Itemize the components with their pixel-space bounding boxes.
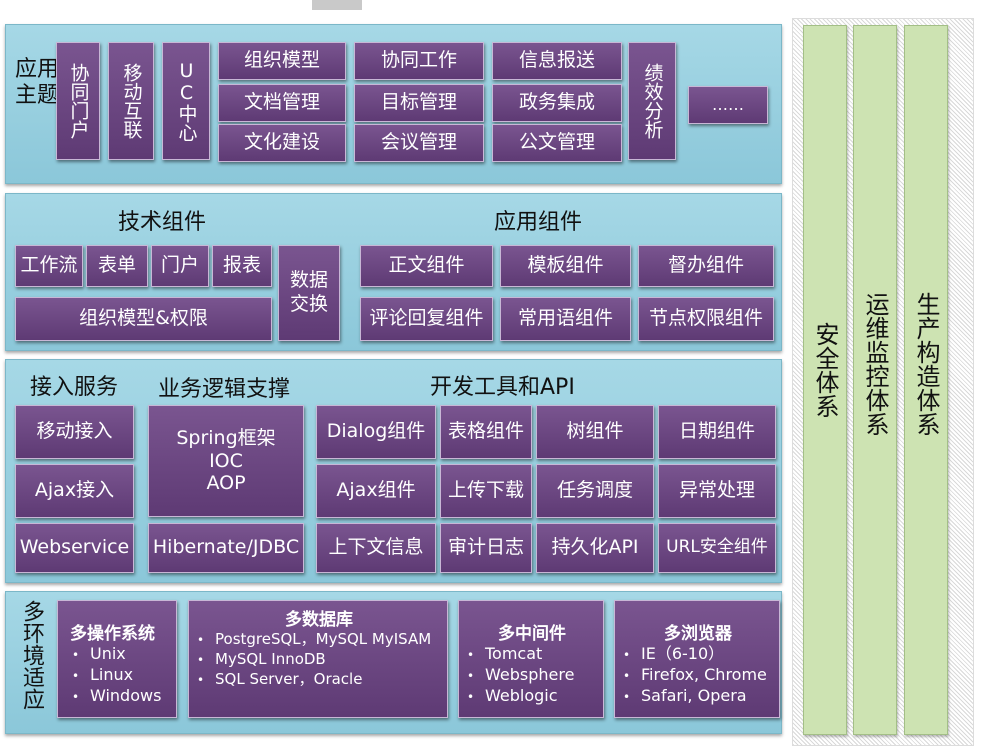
tile-portal-component: 门户	[151, 245, 209, 287]
env-title: 多环境适应	[19, 600, 44, 710]
tile-performance: 绩效分析	[628, 42, 676, 160]
tile-collab-work: 协同工作	[354, 42, 484, 80]
spring-label: Spring框架	[176, 426, 276, 449]
tile-spring: Spring框架 IOC AOP	[148, 405, 304, 517]
mw-item: Weblogic	[467, 686, 597, 707]
tile-culture: 文化建设	[218, 124, 346, 162]
box-os: 多操作系统 Unix Linux Windows	[57, 600, 177, 718]
production-label: 生产构造体系	[912, 292, 940, 436]
side-ops-monitoring: 运维监控体系	[853, 25, 897, 735]
tech-components-heading: 技术组件	[118, 210, 207, 235]
mw-item: Websphere	[467, 665, 597, 686]
tile-hibernate: Hibernate/JDBC	[148, 523, 304, 573]
tile-goal-mgmt: 目标管理	[354, 84, 484, 122]
tile-persistence-api: 持久化API	[536, 523, 654, 573]
tile-form: 表单	[86, 245, 148, 287]
ops-monitoring-label: 运维监控体系	[861, 292, 889, 436]
data-exchange-label: 数据交换	[289, 269, 328, 315]
dev-tools-heading: 开发工具和API	[430, 375, 575, 400]
tile-body-component: 正文组件	[360, 245, 493, 287]
tile-meeting-mgmt: 会议管理	[354, 124, 484, 162]
tile-mobile-access: 移动接入	[15, 405, 134, 459]
browser-list: IE（6-10） Firefox, Chrome Safari, Opera	[623, 644, 773, 707]
browser-item: Firefox, Chrome	[623, 665, 773, 686]
tile-date-component: 日期组件	[658, 405, 776, 459]
mw-list: Tomcat Websphere Weblogic	[467, 644, 597, 707]
box-browser: 多浏览器 IE（6-10） Firefox, Chrome Safari, Op…	[614, 600, 780, 718]
db-item: PostgreSQL，MySQL MyISAM	[197, 630, 441, 650]
mw-item: Tomcat	[467, 644, 597, 665]
os-title: 多操作系统	[70, 624, 155, 644]
aop-label: AOP	[206, 472, 246, 495]
os-list: Unix Linux Windows	[66, 644, 170, 707]
mw-title: 多中间件	[498, 624, 566, 644]
tile-org-model: 组织模型	[218, 42, 346, 80]
tile-phrase-component: 常用语组件	[500, 297, 631, 341]
db-title: 多数据库	[285, 610, 353, 630]
tile-ajax-component: Ajax组件	[316, 464, 436, 518]
tile-report: 报表	[212, 245, 272, 287]
business-logic-heading: 业务逻辑支撑	[158, 377, 291, 402]
os-item: Linux	[72, 665, 170, 686]
tile-upload-download: 上传下载	[440, 464, 532, 518]
browser-item: IE（6-10）	[623, 644, 773, 665]
tile-mobile: 移动互联	[108, 42, 154, 160]
tile-ajax-access: Ajax接入	[15, 464, 134, 518]
ioc-label: IOC	[209, 449, 243, 472]
side-security: 安全体系	[803, 25, 847, 735]
box-database: 多数据库 PostgreSQL，MySQL MyISAM MySQL InnoD…	[188, 600, 448, 718]
tile-url-security: URL安全组件	[658, 523, 776, 573]
app-themes-title: 应用主题	[15, 57, 60, 108]
browser-title: 多浏览器	[664, 624, 732, 644]
os-item: Windows	[72, 686, 170, 707]
tile-portal: 协同门户	[56, 42, 100, 160]
tile-task-scheduling: 任务调度	[536, 464, 654, 518]
tile-comment-component: 评论回复组件	[360, 297, 493, 341]
tile-info-report: 信息报送	[492, 42, 622, 80]
tile-exception-handling: 异常处理	[658, 464, 776, 518]
security-label: 安全体系	[811, 322, 839, 418]
tile-uc-center: UC中心	[162, 42, 210, 160]
db-list: PostgreSQL，MySQL MyISAM MySQL InnoDB SQL…	[197, 630, 441, 690]
access-services-heading: 接入服务	[30, 375, 119, 400]
tile-doc-official: 公文管理	[492, 124, 622, 162]
tile-context-info: 上下文信息	[316, 523, 436, 573]
tile-more: ……	[688, 86, 768, 124]
db-item: SQL Server，Oracle	[197, 670, 441, 690]
db-item: MySQL InnoDB	[197, 650, 441, 670]
tile-table-component: 表格组件	[440, 405, 532, 459]
tile-workflow: 工作流	[15, 245, 83, 287]
box-middleware: 多中间件 Tomcat Websphere Weblogic	[458, 600, 604, 718]
tile-dialog: Dialog组件	[316, 405, 436, 459]
browser-item: Safari, Opera	[623, 686, 773, 707]
top-tab	[312, 0, 362, 10]
tile-template-component: 模板组件	[500, 245, 631, 287]
tile-supervise-component: 督办组件	[638, 245, 774, 287]
side-production: 生产构造体系	[904, 25, 948, 735]
tile-gov-integration: 政务集成	[492, 84, 622, 122]
tile-org-permission: 组织模型&权限	[15, 297, 272, 341]
tile-data-exchange: 数据交换	[278, 245, 340, 341]
os-item: Unix	[72, 644, 170, 665]
tile-tree-component: 树组件	[536, 405, 654, 459]
tile-audit-log: 审计日志	[440, 523, 532, 573]
app-components-heading: 应用组件	[494, 210, 583, 235]
tile-webservice: Webservice	[15, 523, 134, 573]
tile-node-permission: 节点权限组件	[638, 297, 774, 341]
tile-doc-mgmt: 文档管理	[218, 84, 346, 122]
